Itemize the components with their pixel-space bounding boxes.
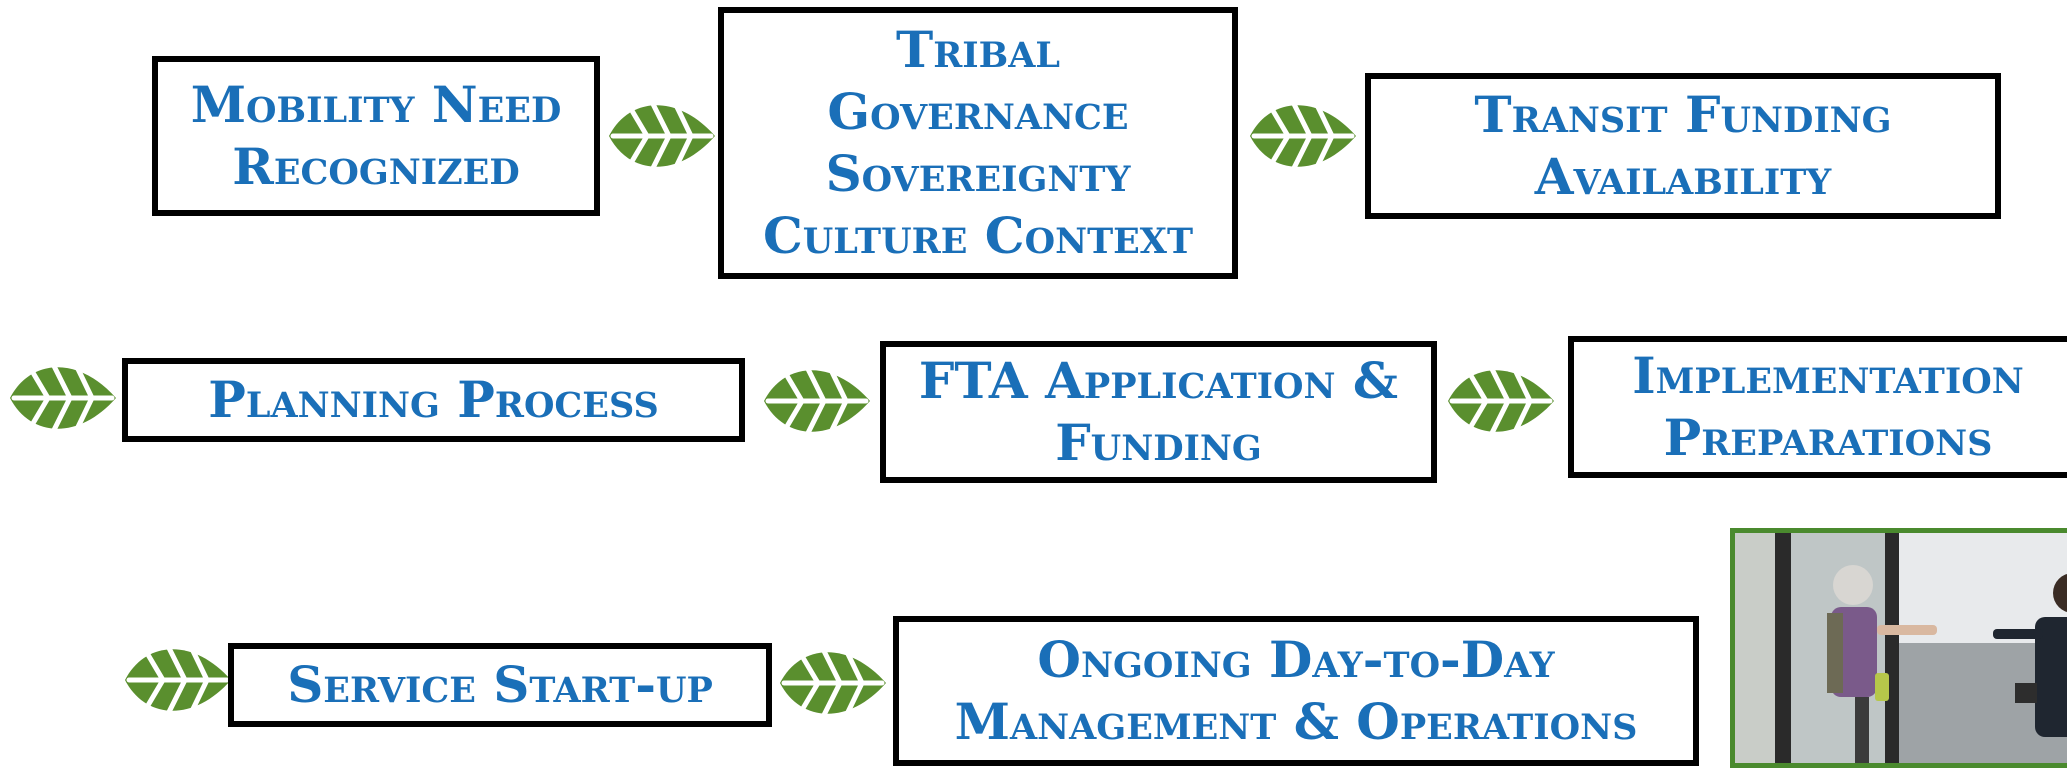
leaf-arrow-icon — [778, 638, 888, 728]
service-startup-box: Service Start-up — [228, 643, 772, 727]
leaf-arrow-icon — [1446, 356, 1556, 446]
implementation-box: Implementation Preparations — [1568, 336, 2067, 478]
box-label-line: Recognized — [232, 137, 520, 196]
box-label-line: Mobility Need — [190, 75, 562, 134]
box-label-line: Management & Operations — [954, 692, 1638, 751]
box-label-line: Preparations — [1663, 408, 1993, 467]
photo-illustration — [1735, 533, 2067, 763]
leaf-arrow-icon — [123, 635, 233, 725]
box-label-line: Culture Context — [762, 206, 1193, 265]
planning-process-box: Planning Process — [122, 358, 745, 442]
mobility-need-box: Mobility Need Recognized — [152, 56, 600, 216]
box-label-line: Availability — [1534, 147, 1832, 206]
box-label-line: Planning Process — [208, 370, 659, 429]
leaf-arrow-icon — [607, 91, 717, 181]
box-label-line: Ongoing Day-to-Day — [1037, 630, 1555, 689]
fta-application-box: FTA Application & Funding — [880, 341, 1437, 483]
box-label-line: Sovereignty — [825, 144, 1131, 203]
leaf-arrow-icon — [8, 353, 118, 443]
box-label-line: Service Start-up — [287, 655, 713, 714]
ongoing-operations-box: Ongoing Day-to-Day Management & Operatio… — [893, 616, 1699, 766]
bus-boarding-photo — [1730, 528, 2067, 768]
box-label-line: Tribal — [895, 20, 1060, 79]
transit-funding-box: Transit Funding Availability — [1365, 73, 2001, 219]
leaf-arrow-icon — [1248, 91, 1358, 181]
box-label-line: FTA Application & — [918, 351, 1399, 410]
box-label-line: Governance — [827, 82, 1129, 141]
box-label-line: Implementation — [1632, 346, 2024, 405]
leaf-arrow-icon — [762, 356, 872, 446]
tribal-governance-box: Tribal Governance Sovereignty Culture Co… — [718, 7, 1238, 279]
box-label-line: Funding — [1055, 413, 1262, 472]
box-label-line: Transit Funding — [1474, 85, 1892, 144]
